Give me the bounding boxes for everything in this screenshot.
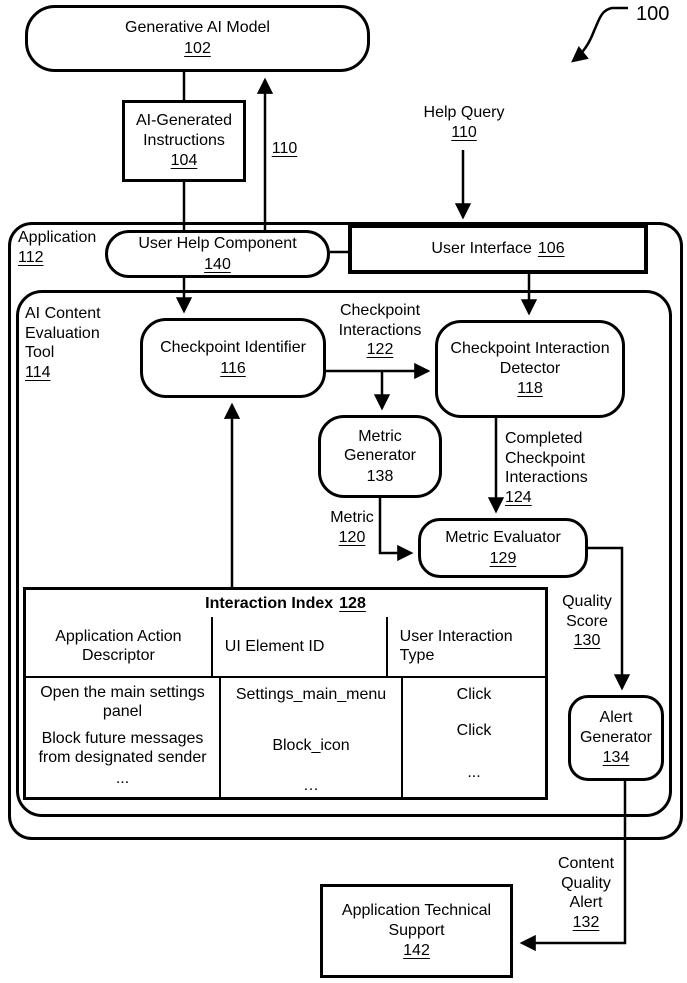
checkpoint-identifier-box: Checkpoint Identifier 116 (140, 318, 326, 398)
figure-ref-arrow (571, 6, 628, 63)
application-technical-support-box: Application Technical Support 142 (320, 884, 513, 978)
interaction-index-title: Interaction Index 128 (26, 590, 545, 617)
interaction-index-ref: 128 (339, 594, 366, 612)
user-interface-title: User Interface (431, 240, 532, 258)
column-user-interaction-type: Click Click ... (403, 678, 545, 797)
generative-ai-model-title: Generative AI Model (125, 19, 270, 37)
ai-generated-instructions-ref: 104 (170, 152, 198, 170)
table-cell: Click (456, 685, 492, 703)
alert-generator-box: Alert Generator 134 (568, 695, 664, 781)
checkpoint-interactions-ref: 122 (366, 341, 394, 359)
user-help-component-box: User Help Component 140 (105, 230, 330, 278)
column-header-user-interaction-type: User Interaction Type (399, 627, 513, 665)
help-query-label: Help Query 110 (418, 103, 510, 142)
ai-generated-instructions-title: AI-Generated Instructions (135, 112, 233, 149)
metric-generator-ref: 138 (366, 467, 394, 485)
metric-ref: 120 (338, 528, 366, 546)
checkpoint-interaction-detector-ref: 118 (517, 380, 543, 398)
application-container-label: Application 112 (18, 228, 113, 267)
checkpoint-interactions-text: Checkpoint Interactions (338, 302, 422, 339)
content-quality-alert-ref: 132 (572, 913, 600, 931)
edge-alert-generator-to-support (519, 781, 627, 952)
model-feedback-ref-label: 110 (271, 140, 298, 157)
ai-content-evaluation-tool-title: AI Content Evaluation Tool (25, 305, 101, 362)
user-interface-ref: 106 (537, 240, 565, 258)
table-cell: … (303, 776, 319, 794)
completed-checkpoint-interactions-ref: 124 (505, 488, 532, 506)
application-technical-support-ref: 142 (403, 942, 430, 960)
column-header-application-action-descriptor: Application Action Descriptor (26, 617, 213, 676)
edge-evaluator-to-alert-generator (588, 546, 631, 691)
metric-text: Metric (330, 509, 374, 526)
figure-ref-label: 100 (636, 3, 670, 25)
table-cell: Settings_main_menu (235, 685, 387, 703)
metric-evaluator-box: Metric Evaluator 129 (418, 518, 588, 578)
completed-checkpoint-interactions-label: Completed Checkpoint Interactions 124 (505, 429, 605, 507)
table-cell: Open the main settings panel (40, 683, 205, 721)
checkpoint-identifier-ref: 116 (220, 359, 246, 377)
help-query-ref: 110 (451, 123, 477, 141)
edge-metric-generator-to-evaluator (378, 498, 414, 562)
column-ui-element-id: Settings_main_menu Block_icon … (221, 677, 403, 798)
ai-content-evaluation-tool-container-box (16, 290, 672, 817)
user-help-component-title: User Help Component (138, 234, 297, 252)
alert-generator-title: Alert Generator (579, 709, 653, 746)
table-cell: Block_icon (272, 737, 350, 755)
interaction-index-title-text: Interaction Index (205, 594, 334, 612)
application-title: Application (18, 229, 97, 246)
ai-content-evaluation-tool-ref: 114 (25, 363, 51, 381)
checkpoint-interaction-detector-box: Checkpoint Interaction Detector 118 (435, 320, 625, 418)
metric-generator-box: Metric Generator 138 (318, 415, 442, 498)
interaction-index-body: Open the main settings panel Block futur… (26, 677, 545, 798)
generative-ai-model-box: Generative AI Model 102 (25, 5, 370, 72)
interaction-index-header-row: Application Action Descriptor UI Element… (26, 617, 545, 678)
checkpoint-interactions-label: Checkpoint Interactions 122 (330, 301, 430, 360)
table-cell: ... (115, 769, 130, 787)
interaction-index-table: Interaction Index 128 Application Action… (23, 587, 548, 800)
quality-score-text: Quality Score (562, 593, 612, 630)
ai-content-evaluation-tool-label: AI Content Evaluation Tool 114 (25, 304, 115, 382)
completed-checkpoint-interactions-text: Completed Checkpoint Interactions (505, 430, 588, 487)
checkpoint-interaction-detector-title: Checkpoint Interaction Detector (450, 340, 610, 377)
application-ref: 112 (18, 248, 44, 266)
table-cell: ... (467, 763, 481, 781)
generative-ai-model-ref: 102 (184, 40, 211, 57)
quality-score-ref: 130 (573, 632, 601, 650)
table-cell: Block future messages from designated se… (38, 729, 207, 767)
application-container-box (8, 222, 683, 840)
checkpoint-identifier-title: Checkpoint Identifier (160, 338, 306, 356)
content-quality-alert-label: Content Quality Alert 132 (550, 854, 622, 932)
table-cell: Click (456, 722, 492, 740)
alert-generator-ref: 134 (602, 749, 630, 767)
user-help-component-ref: 140 (204, 255, 231, 273)
metric-label: Metric 120 (326, 508, 378, 547)
quality-score-label: Quality Score 130 (552, 592, 622, 651)
application-technical-support-title: Application Technical Support (341, 902, 492, 939)
column-application-action-descriptor: Open the main settings panel Block futur… (26, 677, 221, 798)
metric-evaluator-ref: 129 (489, 549, 517, 567)
help-query-text: Help Query (423, 104, 505, 121)
ai-generated-instructions-box: AI-Generated Instructions 104 (122, 100, 246, 182)
metric-generator-title: Metric Generator (343, 427, 417, 465)
user-interface-box: User Interface 106 (348, 224, 648, 274)
column-header-ui-element-id: UI Element ID (213, 617, 388, 676)
metric-evaluator-title: Metric Evaluator (445, 528, 561, 546)
content-quality-alert-text: Content Quality Alert (557, 855, 615, 912)
